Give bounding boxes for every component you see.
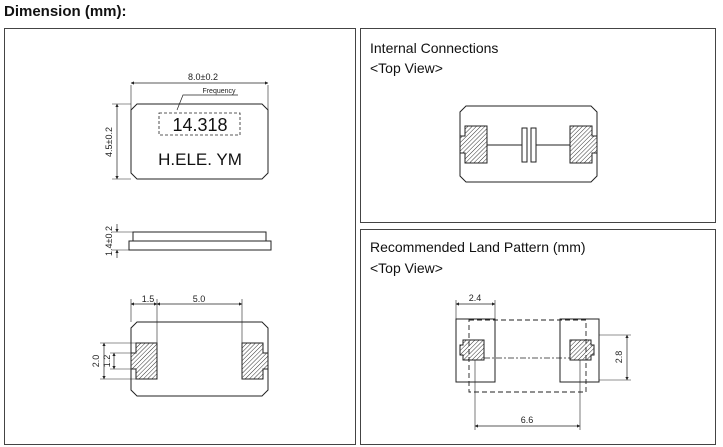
land-view-label: <Top View> xyxy=(370,260,443,276)
frequency-box xyxy=(158,112,241,136)
marking-text: H.ELE. YM xyxy=(158,150,242,169)
land-hatch-left xyxy=(459,339,485,361)
land-pad-height-label: 2.8 xyxy=(614,351,624,364)
frequency-value: 14.318 xyxy=(172,115,227,135)
bottom-view-outline xyxy=(130,321,269,397)
package-bottom-view xyxy=(100,299,269,397)
package-side-view xyxy=(112,224,272,258)
pad-inner-label: 1.2 xyxy=(102,355,112,368)
frequency-leader-line xyxy=(176,94,238,111)
land-pad-right xyxy=(559,318,600,383)
internal-package-outline xyxy=(459,105,598,183)
crystal-plate-left xyxy=(521,127,528,163)
length-label: 8.0±0.2 xyxy=(188,72,218,82)
package-top-view xyxy=(112,81,269,180)
frequency-label: Frequency xyxy=(202,88,236,95)
package-footprint-outline xyxy=(468,319,587,393)
package-outline xyxy=(130,103,269,180)
internal-pad-left xyxy=(459,125,488,164)
pad-offset-label: 1.5 xyxy=(142,294,155,304)
crystal-plate-right xyxy=(530,127,537,163)
pad-height-label: 2.0 xyxy=(91,355,101,368)
land-pad-span-label: 6.6 xyxy=(521,415,534,425)
land-pad-width-label: 2.4 xyxy=(469,293,482,303)
land-pattern-panel: Recommended Land Pattern (mm) <Top View> xyxy=(360,229,716,445)
side-view-lid xyxy=(132,231,267,242)
land-pattern-drawing xyxy=(455,300,631,430)
internal-connections-heading: Internal Connections xyxy=(370,40,499,56)
land-hatch-right xyxy=(569,339,595,361)
land-pattern-heading: Recommended Land Pattern (mm) xyxy=(370,239,586,255)
internal-pad-right xyxy=(569,125,598,164)
pad-pitch-label: 5.0 xyxy=(193,294,206,304)
land-pad-left xyxy=(455,318,496,383)
internal-connections-panel: Internal Connections <Top View> xyxy=(360,28,716,223)
internal-connections-drawing xyxy=(459,105,598,183)
side-view-base xyxy=(128,240,272,251)
width-label: 4.5±0.2 xyxy=(104,127,114,157)
height-label: 1.4±0.2 xyxy=(104,226,114,256)
page-title: Dimension (mm): xyxy=(4,3,127,20)
bottom-pad-left xyxy=(130,342,158,380)
bottom-pad-right xyxy=(241,342,269,380)
internal-view-label: <Top View> xyxy=(370,60,443,76)
dimension-panel xyxy=(4,28,356,445)
